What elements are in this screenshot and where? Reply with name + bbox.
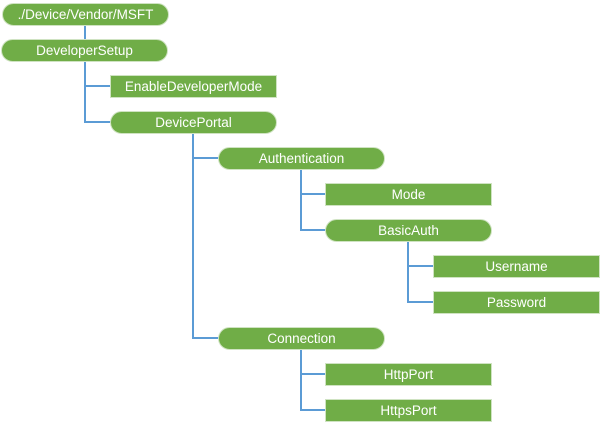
connector-line [192, 134, 194, 339]
connector-line [84, 85, 111, 87]
connector-line [300, 409, 326, 411]
node-enabledevelopermode: EnableDeveloperMode [110, 75, 277, 98]
connector-line [84, 62, 86, 123]
connector-line [84, 121, 111, 123]
connector-line [300, 193, 326, 195]
node-basicauth: BasicAuth [325, 219, 492, 242]
connector-line [407, 242, 409, 303]
connector-line [192, 157, 219, 159]
node-httpport: HttpPort [325, 363, 492, 386]
node-password: Password [433, 291, 600, 314]
connector-line [300, 170, 302, 231]
connector-line [300, 350, 302, 411]
connector-line [192, 337, 219, 339]
node-device-vendor-msft: ./Device/Vendor/MSFT [2, 3, 169, 26]
connector-line [300, 229, 326, 231]
connector-line [300, 373, 326, 375]
connector-line [407, 265, 434, 267]
connector-line [407, 301, 434, 303]
node-deviceportal: DevicePortal [110, 111, 277, 134]
node-httpsport: HttpsPort [325, 399, 492, 422]
connector-line [84, 26, 86, 39]
node-developersetup: DeveloperSetup [1, 39, 168, 62]
node-authentication: Authentication [218, 147, 385, 170]
node-username: Username [433, 255, 600, 278]
node-connection: Connection [218, 327, 385, 350]
node-mode: Mode [325, 183, 492, 206]
